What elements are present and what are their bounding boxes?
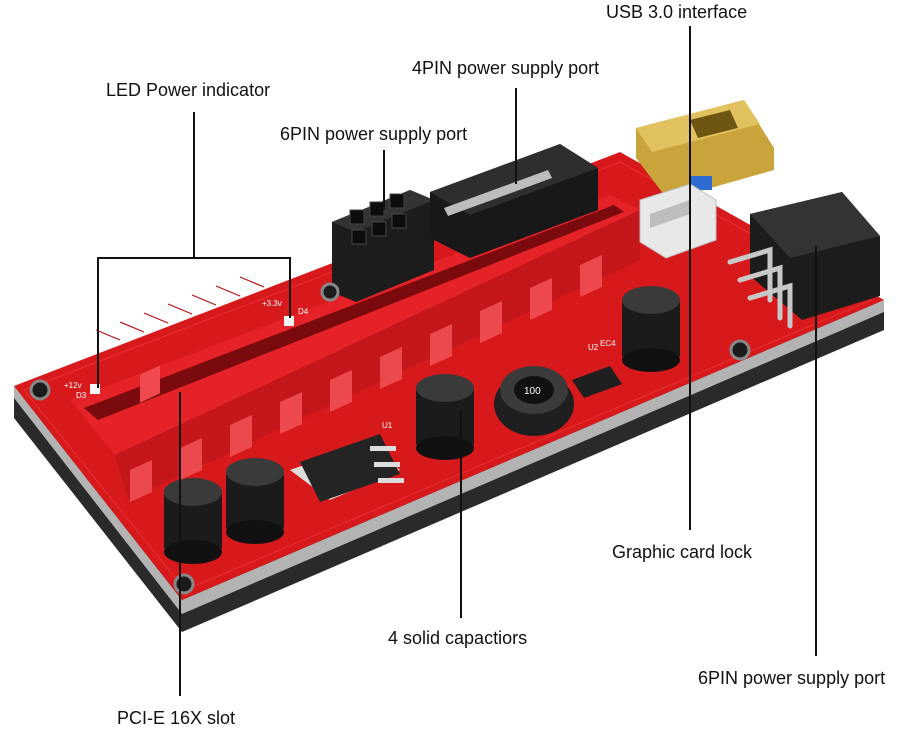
callout-usb-interface: USB 3.0 interface	[606, 2, 748, 22]
regulator-chip	[290, 434, 404, 502]
six-pin-top-connector	[332, 190, 434, 302]
callout-6pin-power-port-bottom: 6PIN power supply port	[698, 668, 886, 688]
label-u1: U1	[382, 421, 393, 430]
mounting-holes	[29, 282, 751, 595]
callout-6pin-power-port-top: 6PIN power supply port	[280, 124, 468, 144]
usb-port	[636, 100, 774, 200]
callout-solid-capacitors: 4 solid capactiors	[388, 628, 528, 648]
label-d4: D4	[298, 307, 309, 316]
label-inductor: 100	[524, 386, 541, 397]
led-indicators	[90, 316, 294, 394]
capacitor-4	[622, 286, 680, 372]
leader-led	[97, 112, 195, 388]
leader-led-right	[194, 257, 291, 318]
inductor	[494, 366, 574, 436]
small-ic	[572, 366, 622, 398]
label-d3: D3	[76, 391, 87, 400]
callout-4pin-power-port: 4PIN power supply port	[412, 58, 600, 78]
capacitors	[164, 286, 680, 564]
capacitor-3	[416, 374, 474, 460]
capacitor-2	[226, 458, 284, 544]
callout-pcie-16x-slot: PCI-E 16X slot	[117, 708, 236, 728]
label-12v: +12v	[64, 381, 82, 390]
capacitor-1	[164, 478, 222, 564]
label-33v: +3.3v	[262, 299, 282, 308]
callout-graphic-card-lock: Graphic card lock	[612, 542, 753, 562]
trace-lines	[95, 276, 265, 341]
slot-ribs	[130, 255, 602, 502]
label-u2: U2	[588, 343, 599, 352]
callout-led-power-indicator: LED Power indicator	[106, 80, 271, 100]
four-pin-molex-connector	[430, 144, 598, 258]
leader-lines	[97, 26, 817, 696]
label-ec4: EC4	[600, 339, 616, 348]
